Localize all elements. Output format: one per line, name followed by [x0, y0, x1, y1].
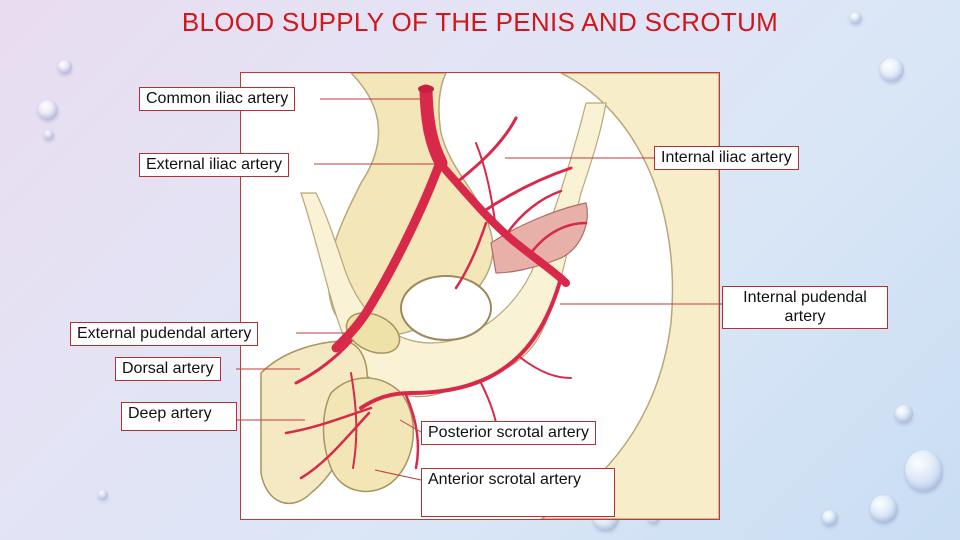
- common-iliac-stump: [418, 85, 434, 93]
- anatomy-illustration: [240, 72, 720, 520]
- internal-iliac-vessel: [439, 163, 570, 287]
- label-anterior-scrotal-artery: Anterior scrotal artery: [421, 468, 615, 517]
- water-droplet: [822, 510, 838, 526]
- label-internal-iliac-artery: Internal iliac artery: [654, 146, 799, 170]
- water-droplet: [880, 58, 904, 82]
- label-external-iliac-artery: External iliac artery: [139, 153, 290, 177]
- water-droplet: [870, 495, 898, 523]
- label-dorsal-artery: Dorsal artery: [115, 357, 221, 381]
- sacrum-shape: [539, 73, 719, 519]
- water-droplet: [98, 490, 108, 500]
- lateral-sacral-branch: [475, 142, 497, 229]
- label-common-iliac-artery: Common iliac artery: [139, 87, 296, 111]
- water-droplet: [58, 60, 72, 74]
- water-droplet: [38, 100, 58, 120]
- water-droplet: [44, 130, 54, 140]
- external-pudendal-vessel: [294, 339, 353, 385]
- obturator-foramen: [400, 275, 492, 341]
- obturator-branch: [454, 221, 488, 290]
- piriformis-muscle: [490, 202, 588, 274]
- water-droplet: [895, 405, 913, 423]
- iliolumbar-branch: [454, 116, 518, 185]
- common-iliac-vessel: [419, 84, 448, 170]
- label-internal-pudendal-artery: Internal pudendal artery: [722, 286, 888, 329]
- label-posterior-scrotal-artery: Posterior scrotal artery: [421, 421, 596, 445]
- water-droplet: [905, 450, 943, 492]
- slide-title: BLOOD SUPPLY OF THE PENIS AND SCROTUM: [181, 7, 779, 37]
- external-iliac-vessel: [331, 160, 444, 353]
- rectal-branch: [520, 357, 572, 379]
- label-deep-artery: Deep artery: [121, 402, 237, 431]
- deep-vessel: [299, 411, 371, 480]
- inferior-gluteal-branch: [529, 221, 588, 255]
- scrotum-shape: [322, 377, 414, 493]
- anterior-scrotal-vessel: [350, 372, 358, 469]
- label-external-pudendal-artery: External pudendal artery: [70, 322, 259, 346]
- superior-gluteal-branch: [479, 166, 573, 215]
- internal-pudendal-vessel: [359, 276, 563, 410]
- water-droplet: [850, 12, 862, 24]
- dorsal-vessel: [284, 406, 373, 435]
- anatomy-drawing: [260, 73, 719, 519]
- vesical-branch: [504, 189, 563, 237]
